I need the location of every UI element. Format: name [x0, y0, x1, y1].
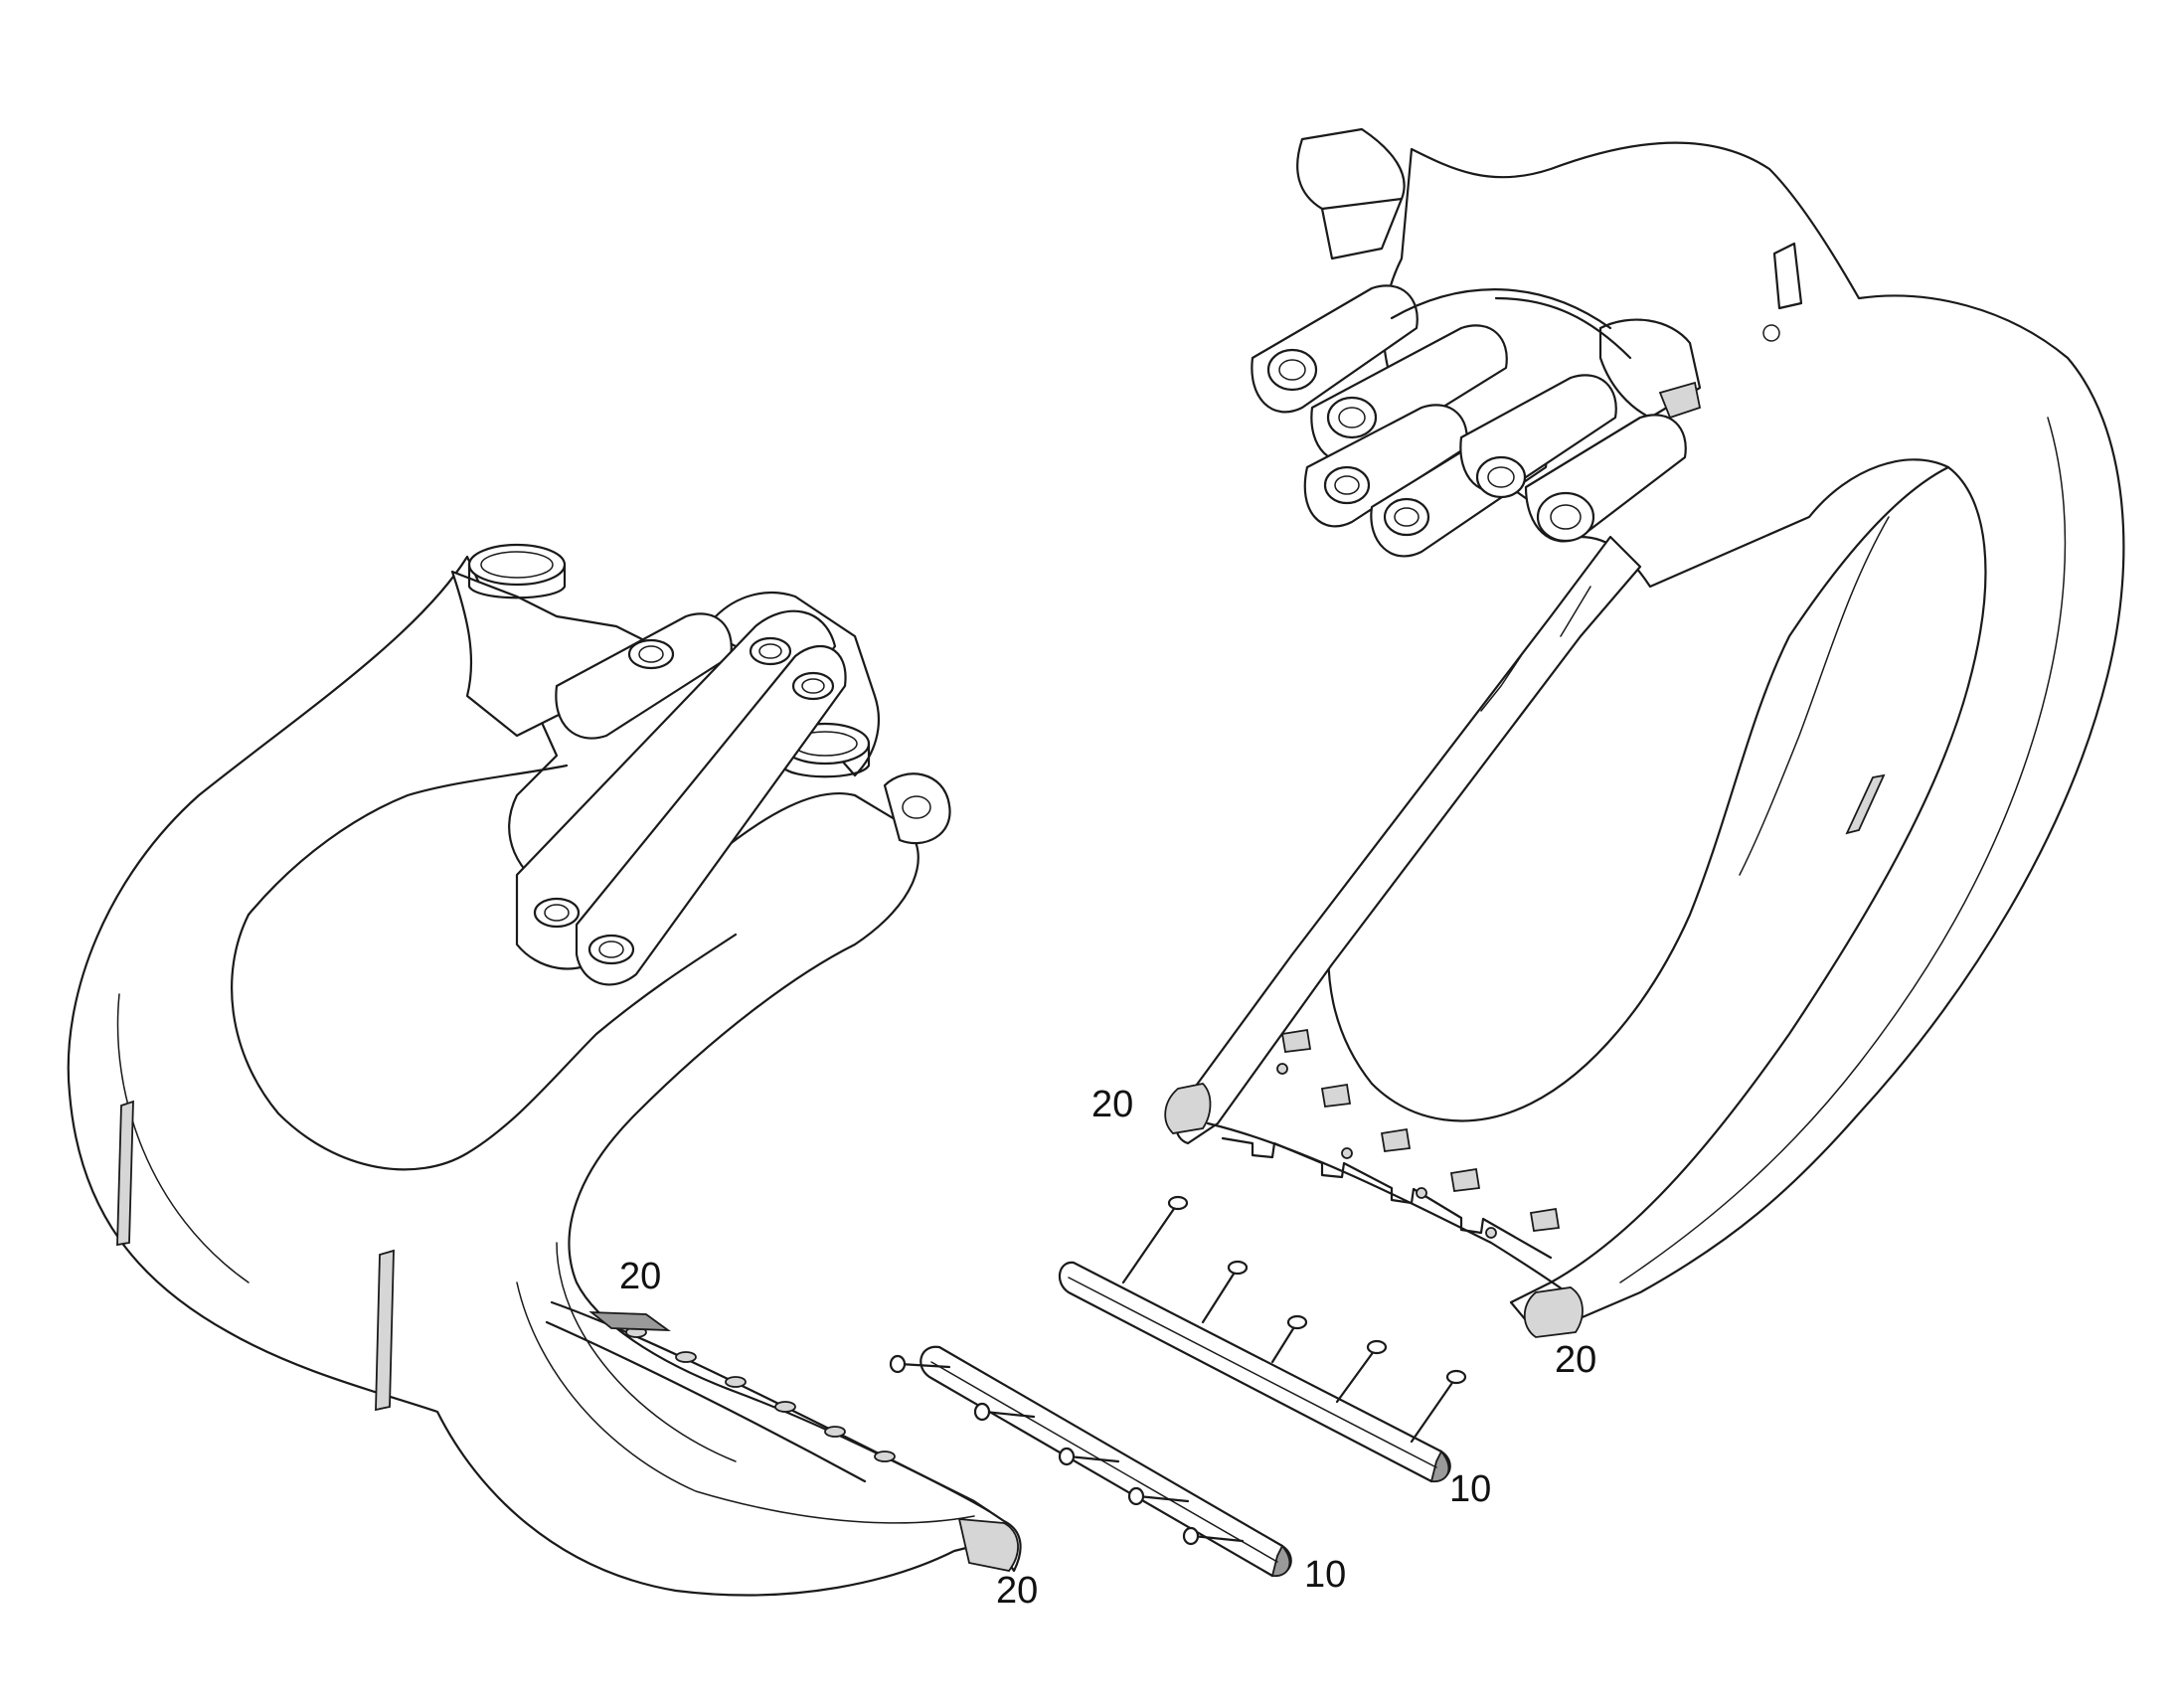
left-bolts [889, 1354, 1245, 1546]
edge-bar-left [919, 1345, 1292, 1578]
callout-20-lower-left: 20 [996, 1570, 1038, 1612]
right-plate-holes [1276, 1028, 1561, 1239]
callout-10-left: 10 [1304, 1554, 1346, 1596]
left-plate-holes [625, 1326, 896, 1462]
callout-20-lower-right: 20 [1555, 1339, 1596, 1381]
right-grapple-jaw [1164, 127, 2125, 1338]
callout-20-upper-right: 20 [1091, 1084, 1133, 1125]
callout-20-mid-left: 20 [619, 1256, 661, 1297]
left-grapple-jaw [67, 543, 1022, 1597]
right-bolts [1121, 1195, 1467, 1444]
callout-10-right: 10 [1449, 1468, 1491, 1510]
edge-bar-right [1058, 1261, 1451, 1483]
